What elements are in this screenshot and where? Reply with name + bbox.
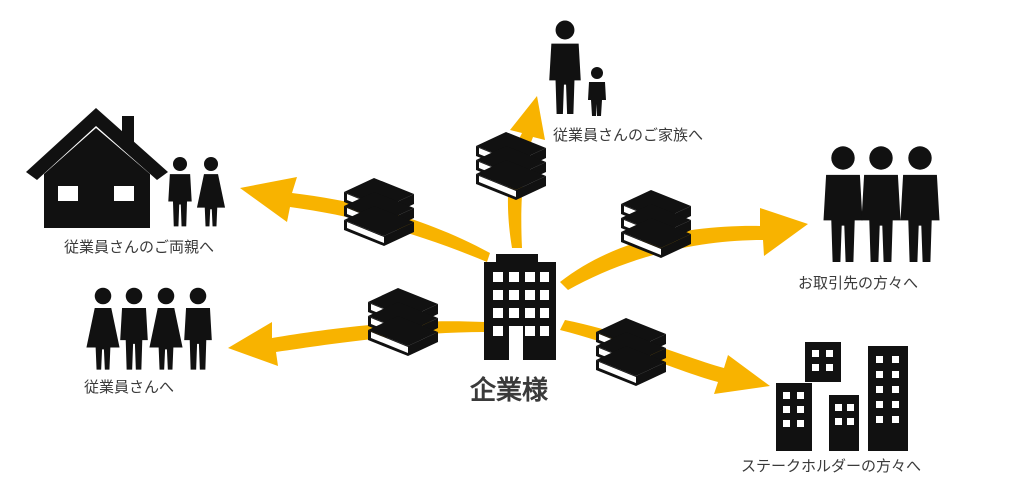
label-parents: 従業員さんのご両親へ [64,238,215,256]
label-employees: 従業員さんへ [84,378,175,396]
label-stakeholders: ステークホルダーの方々へ [741,457,922,475]
label-family: 従業員さんのご家族へ [553,126,704,144]
arrow-to-employees [228,321,485,366]
office-building-icon [484,254,556,360]
book-stack-icon [476,132,546,200]
house-with-couple-icon [26,108,226,228]
four-people-icon [86,287,212,370]
arrow-to-partners [560,208,808,290]
parent-child-icon [549,20,606,116]
arrow-to-family [507,96,545,248]
book-stack-icon [596,318,666,386]
center-label: 企業様 [470,376,549,406]
three-men-icon [823,146,940,262]
book-stack-icon [344,178,414,246]
book-stack-icon [368,288,438,356]
label-partners: お取引先の方々へ [798,274,919,292]
city-buildings-icon [776,342,908,451]
